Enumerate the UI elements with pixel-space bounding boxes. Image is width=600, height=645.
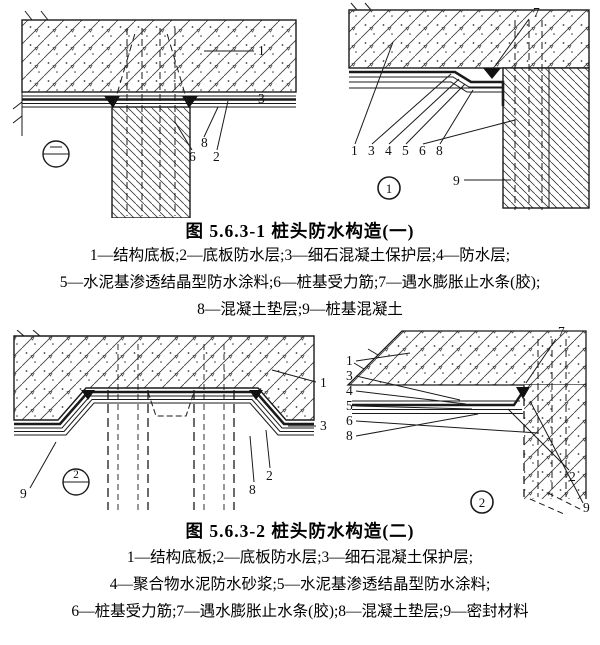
callout-8: 8	[249, 482, 256, 497]
membrane-layers	[22, 95, 296, 108]
detail-index-bubble	[42, 140, 70, 168]
callout-9: 9	[20, 486, 27, 501]
legend-line: 6—桩基受力筋;7—遇水膨胀止水条(胶);8—混凝土垫层;9—密封材料	[71, 603, 529, 620]
leader-lines	[174, 50, 254, 151]
figure1-caption: 图 5.6.3-1 桩头防水构造(一)	[185, 221, 415, 241]
leader-lines	[355, 338, 584, 504]
callout-5: 5	[346, 398, 353, 413]
detail-number-circle	[470, 490, 494, 514]
membrane-layers	[352, 392, 523, 414]
legend-line: 4—聚合物水泥防水砂浆;5—水泥基渗透结晶型防水涂料;	[109, 576, 491, 593]
legend-line: 1—结构底板;2—底板防水层;3—细石混凝土保护层;	[126, 549, 474, 566]
legend-line: 1—结构底板;2—底板防水层;3—细石混凝土保护层;4—防水层;	[89, 247, 511, 264]
callout-1: 1	[258, 43, 265, 58]
detail-index-bubble	[62, 468, 90, 496]
pile-body	[502, 67, 590, 209]
callout-1: 1	[320, 375, 327, 390]
waterstop-left	[104, 96, 120, 108]
callout-8: 8	[346, 428, 353, 443]
callout-2: 2	[266, 468, 273, 483]
figure2-left-drawing: 1 3 2 8 9 2	[13, 330, 327, 510]
callout-5: 5	[402, 143, 409, 158]
pit-outline	[147, 391, 195, 417]
break-lines	[529, 492, 585, 515]
callout-3: 3	[346, 368, 353, 383]
sealant-wedge	[516, 387, 530, 399]
edge-ticks	[353, 348, 379, 370]
callout-9: 9	[583, 500, 590, 515]
figure2-right-drawing: 1 3 4 5 6 8 7 2 9 2	[346, 324, 590, 515]
callout-2: 2	[569, 469, 576, 484]
detail-number-circle	[377, 176, 401, 200]
detail-bubble-number: 2	[73, 469, 79, 481]
callout-1: 1	[351, 143, 358, 158]
callout-7: 7	[558, 324, 565, 339]
leader-lines	[354, 18, 530, 181]
callout-4: 4	[385, 143, 392, 158]
waterstop-left	[81, 390, 95, 400]
membrane-layers	[14, 390, 314, 436]
edge-ticks	[350, 2, 372, 11]
callout-6: 6	[189, 149, 196, 164]
callout-6: 6	[346, 413, 353, 428]
callout-2: 2	[213, 149, 220, 164]
waterstop-right	[249, 390, 263, 400]
base-slab	[21, 19, 297, 93]
callout-7: 7	[533, 5, 540, 20]
base-slab	[348, 9, 590, 69]
figure2-caption: 图 5.6.3-2 桩头防水构造(二)	[185, 521, 415, 541]
figure1-left-drawing: 1 3 8 6 2	[12, 10, 297, 218]
base-slab	[13, 335, 315, 421]
callout-9: 9	[453, 173, 460, 188]
callout-6: 6	[419, 143, 426, 158]
callout-3: 3	[368, 143, 375, 158]
legend-line: 8—混凝土垫层;9—桩基混凝土	[197, 301, 403, 318]
waterstop-right	[182, 96, 198, 108]
figure1-legend: 1—结构底板;2—底板防水层;3—细石混凝土保护层;4—防水层; 5—水泥基渗透…	[0, 242, 600, 323]
pile-rebars	[117, 344, 225, 510]
callout-8: 8	[201, 135, 208, 150]
pile-rebars	[514, 20, 543, 210]
figure2-legend: 1—结构底板;2—底板防水层;3—细石混凝土保护层; 4—聚合物水泥防水砂浆;5…	[0, 544, 600, 625]
base-slab	[346, 330, 587, 386]
figure1-right-drawing: 7 1 3 4 5 6 8 9 1	[348, 2, 590, 210]
legend-line: 5—水泥基渗透结晶型防水涂料;6—桩基受力筋;7—遇水膨胀止水条(胶);	[59, 274, 541, 291]
leader-lines	[29, 369, 317, 489]
left-break-edge	[12, 92, 23, 136]
pile-body	[524, 385, 586, 499]
waterstop	[483, 68, 501, 79]
pile-edges	[107, 390, 235, 510]
membrane-layers	[349, 70, 505, 106]
detail-number: 1	[386, 181, 393, 196]
callout-3: 3	[320, 418, 327, 433]
edge-ticks	[16, 330, 41, 337]
callout-1: 1	[346, 353, 353, 368]
callout-8: 8	[436, 143, 443, 158]
callout-3: 3	[258, 91, 265, 106]
pile-body	[111, 106, 191, 218]
callout-4: 4	[346, 383, 353, 398]
edge-ticks	[24, 10, 49, 21]
detail-number: 2	[479, 495, 486, 510]
